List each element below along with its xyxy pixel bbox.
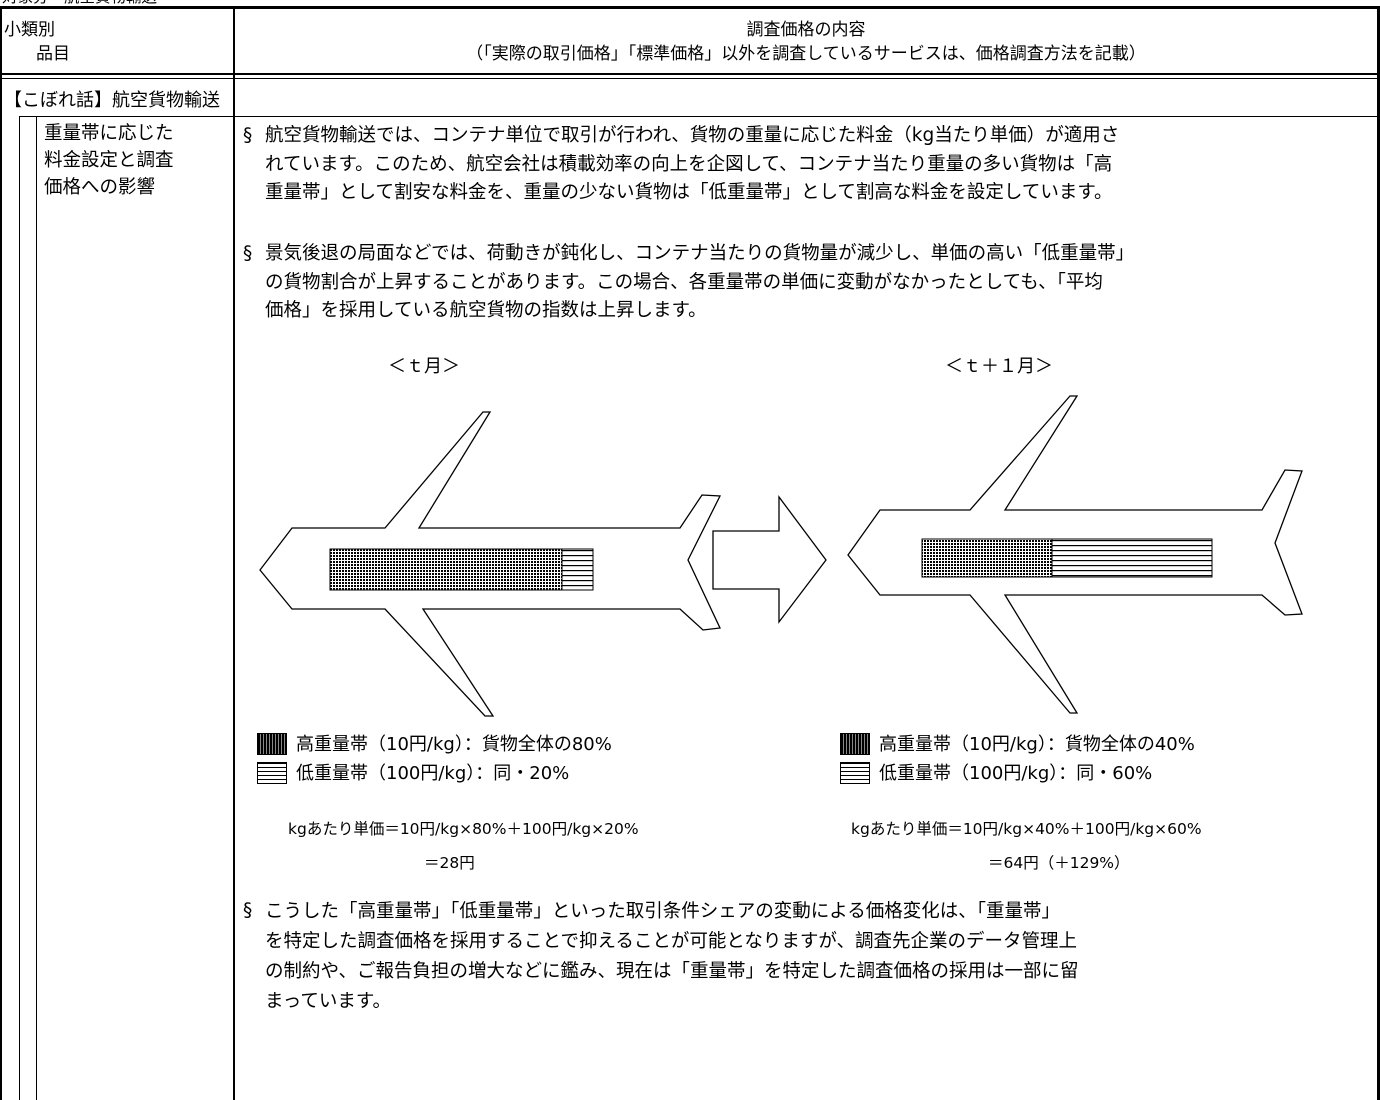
diagram-left-title: ＜ｔ月＞ [388, 356, 460, 377]
section-title: 【こぼれ話】航空貨物輸送 [4, 90, 220, 111]
low-weight-cargo-bar [1051, 538, 1213, 578]
paragraph-line: 重量帯」として割安な料金を、重量の少ない貨物は「低重量帯」として割高な料金を設定… [265, 182, 1113, 203]
table-top-border [0, 6, 1380, 9]
item-label-line: 重量帯に応じた [44, 123, 174, 144]
paragraph-1: § 航空貨物輸送では、コンテナ単位で取引が行われ、貨物の重量に応じた料金（kg当… [243, 122, 1119, 208]
paragraph-line: を特定した調査価格を採用することで抑えることが可能となりますが、調査先企業のデー… [265, 931, 1077, 952]
paragraph-line: の貨物割合が上昇することがあります。この場合、各重量帯の単価に変動がなかったとし… [265, 271, 1103, 293]
paragraph-3: § こうした「高重量帯」「低重量帯」といった取引条件シェアの変動による価格変化は… [243, 897, 1078, 1017]
paragraph-line: 航空貨物輸送では、コンテナ単位で取引が行われ、貨物の重量に応じた料金（kg当たり… [265, 125, 1120, 146]
formula-left: kgあたり単価＝10円/kg×80%＋100円/kg×20% [288, 820, 639, 838]
header-bottom-border [0, 73, 1380, 75]
result-left: ＝28円 [424, 854, 475, 872]
low-weight-cargo-bar [561, 548, 594, 591]
left-border [0, 6, 2, 1100]
legend-high-left: 高重量帯（10円/kg）：貨物全体の80% [296, 734, 612, 755]
legend-low-left: 低重量帯（100円/kg）：同・20% [296, 763, 570, 784]
paragraph-line: こうした「高重量帯」「低重量帯」といった取引条件シェアの変動による価格変化は、「… [265, 901, 1060, 922]
high-weight-swatch-icon [840, 733, 870, 755]
result-right: ＝64円（＋129%） [988, 854, 1130, 872]
header-col2-line1: 調査価格の内容 [746, 20, 866, 40]
paragraph-line: れています。このため、航空会社は積載効率の向上を企図して、コンテナ当たり重量の多… [265, 153, 1113, 175]
item-label-line: 料金設定と調査 [44, 150, 174, 171]
diagram-right-title: ＜ｔ＋１月＞ [945, 356, 1053, 377]
item-label: 重量帯に応じた 料金設定と調査 価格への影響 [44, 120, 174, 201]
header-col2-line2: （「実際の取引価格」「標準価格」以外を調査しているサービスは、価格調査方法を記載… [466, 44, 1146, 64]
right-border [1377, 6, 1380, 1100]
low-weight-swatch-icon [257, 762, 287, 784]
paragraph-line: 価格」を採用している航空貨物の指数は上昇します。 [265, 300, 707, 321]
item-label-line: 価格への影響 [44, 177, 156, 198]
section-mark: § [243, 243, 253, 264]
indent-line-2 [36, 116, 37, 1100]
section-mark: § [243, 125, 253, 146]
low-weight-swatch-icon [840, 762, 870, 784]
high-weight-swatch-icon [257, 733, 287, 755]
paragraph-line: 景気後退の局面などでは、荷動きが鈍化し、コンテナ当たりの貨物量が減少し、単価の高… [265, 243, 1135, 264]
col-divider [233, 6, 235, 1100]
legend-low-right: 低重量帯（100円/kg）：同・60% [879, 763, 1153, 784]
header-bottom-border-2 [0, 78, 1380, 79]
paragraph-line: まっています。 [265, 991, 391, 1012]
legend-high-right: 高重量帯（10円/kg）：貨物全体の40% [879, 734, 1195, 755]
right-arrow-icon [712, 495, 827, 624]
paragraph-2: § 景気後退の局面などでは、荷動きが鈍化し、コンテナ当たりの貨物量が減少し、単価… [243, 240, 1134, 326]
header-col1-line1: 小類別 [4, 20, 55, 40]
section-divider [19, 116, 1380, 117]
indent-line-1 [19, 116, 20, 1100]
formula-right: kgあたり単価＝10円/kg×40%＋100円/kg×60% [851, 820, 1202, 838]
section-mark: § [243, 900, 253, 921]
high-weight-cargo-bar [921, 538, 1053, 578]
paragraph-line: の制約や、ご報告負担の増大などに鑑み、現在は「重量帯」を特定した調査価格の採用は… [265, 961, 1079, 982]
high-weight-cargo-bar [329, 548, 563, 591]
page-header-clipped: 対象分 航空貨物輸送 [2, 0, 157, 9]
header-col1-line2: 品目 [36, 44, 70, 64]
